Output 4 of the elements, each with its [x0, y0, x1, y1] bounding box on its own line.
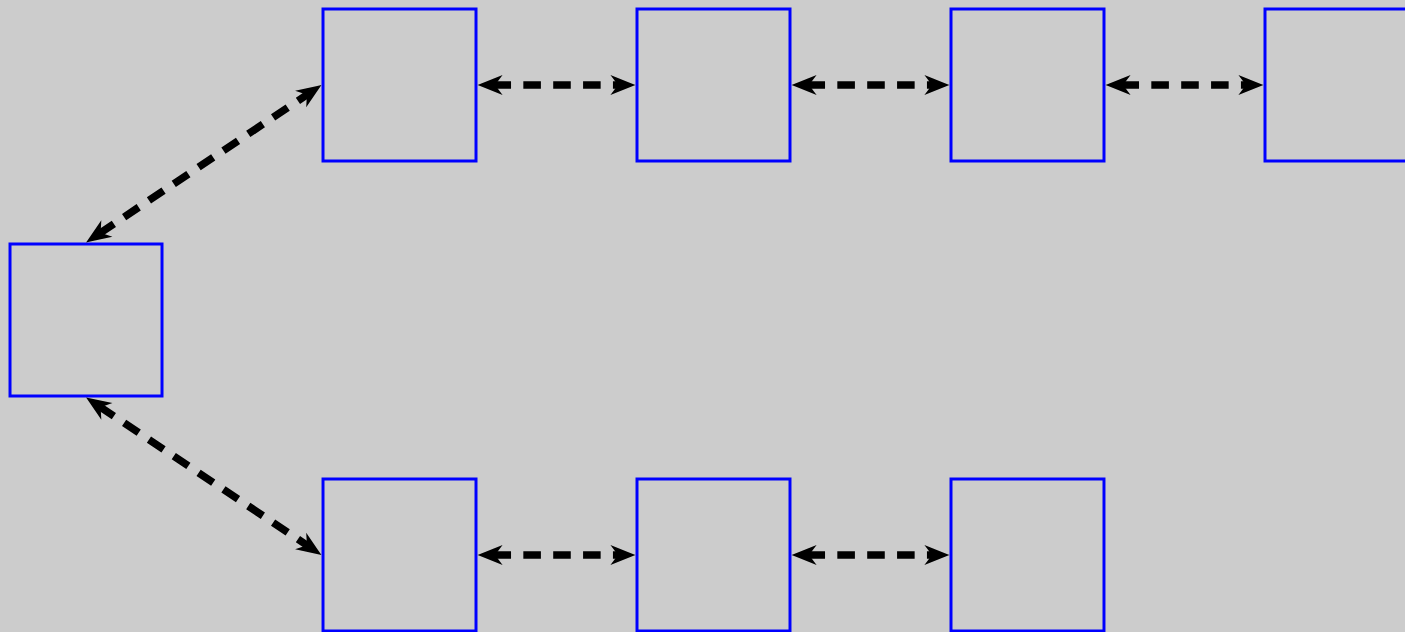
- square-box: [949, 7, 1106, 163]
- square-box: [8, 242, 164, 398]
- square-box: [635, 7, 792, 163]
- square-box: [321, 7, 478, 163]
